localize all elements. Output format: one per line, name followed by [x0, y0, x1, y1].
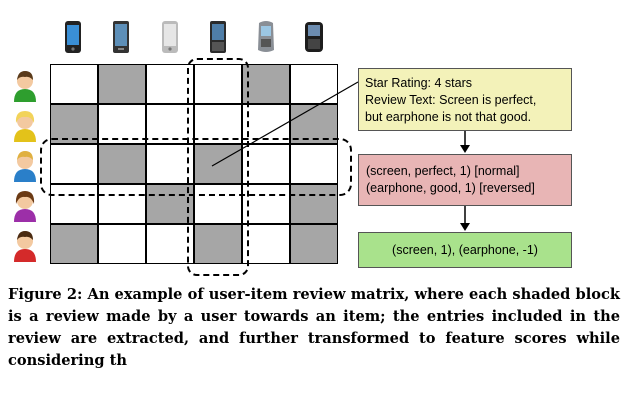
review-text-line1: Review Text: Screen is perfect, — [365, 93, 537, 107]
matrix-cell — [146, 224, 194, 264]
matrix-cell — [50, 64, 98, 104]
flip-phone-icon — [258, 21, 274, 52]
tuple-line2: (earphone, good, 1) [reversed] — [366, 181, 535, 195]
tuple-line1: (screen, perfect, 1) [normal] — [366, 164, 520, 178]
smartphone-icon — [162, 21, 178, 53]
feature-scores-text: (screen, 1), (earphone, -1) — [392, 243, 538, 257]
matrix-cell-shaded — [290, 184, 338, 224]
review-text-line2: but earphone is not that good. — [365, 110, 532, 124]
extracted-tuples-box: (screen, perfect, 1) [normal] (earphone,… — [358, 154, 572, 206]
matrix-cell — [98, 104, 146, 144]
matrix-cell — [98, 224, 146, 264]
matrix-cell — [194, 184, 242, 224]
matrix-cell-shaded — [194, 224, 242, 264]
user-purple-icon — [14, 191, 36, 222]
smartphone-icon — [210, 21, 226, 53]
review-box: Star Rating: 4 stars Review Text: Screen… — [358, 68, 572, 131]
matrix-cell — [98, 184, 146, 224]
matrix-cell — [50, 144, 98, 184]
user-yellow-icon — [14, 111, 36, 142]
star-rating-text: Star Rating: 4 stars — [365, 76, 472, 90]
matrix-cell-shaded — [290, 104, 338, 144]
figure-caption: Figure 2: An example of user-item review… — [8, 286, 620, 369]
matrix-cell-shaded — [146, 184, 194, 224]
matrix-cell — [194, 64, 242, 104]
user-blue-icon — [14, 151, 36, 182]
user-green-icon — [14, 71, 36, 102]
smartphone-icon — [113, 21, 129, 53]
matrix-cell — [242, 144, 290, 184]
matrix-cell — [290, 64, 338, 104]
matrix-cell — [50, 184, 98, 224]
feature-scores-box: (screen, 1), (earphone, -1) — [358, 232, 572, 268]
matrix-cell — [242, 224, 290, 264]
matrix-cell-shaded — [98, 144, 146, 184]
highlight-item-column — [187, 58, 249, 276]
matrix-cell — [290, 144, 338, 184]
matrix-cell — [146, 64, 194, 104]
blackberry-icon — [305, 22, 323, 52]
highlight-user-row — [40, 138, 352, 196]
matrix-cell — [242, 104, 290, 144]
matrix-cell-shaded — [50, 224, 98, 264]
matrix-cell-shaded — [290, 224, 338, 264]
user-red-icon — [14, 231, 36, 262]
matrix-cell — [194, 104, 242, 144]
smartphone-icon — [65, 21, 81, 53]
matrix-cell-shaded — [242, 64, 290, 104]
matrix-cell-shaded — [98, 64, 146, 104]
matrix-cell — [242, 184, 290, 224]
matrix-cell-shaded — [50, 104, 98, 144]
matrix-cell-shaded — [194, 144, 242, 184]
matrix-cell — [146, 104, 194, 144]
matrix-cell — [146, 144, 194, 184]
